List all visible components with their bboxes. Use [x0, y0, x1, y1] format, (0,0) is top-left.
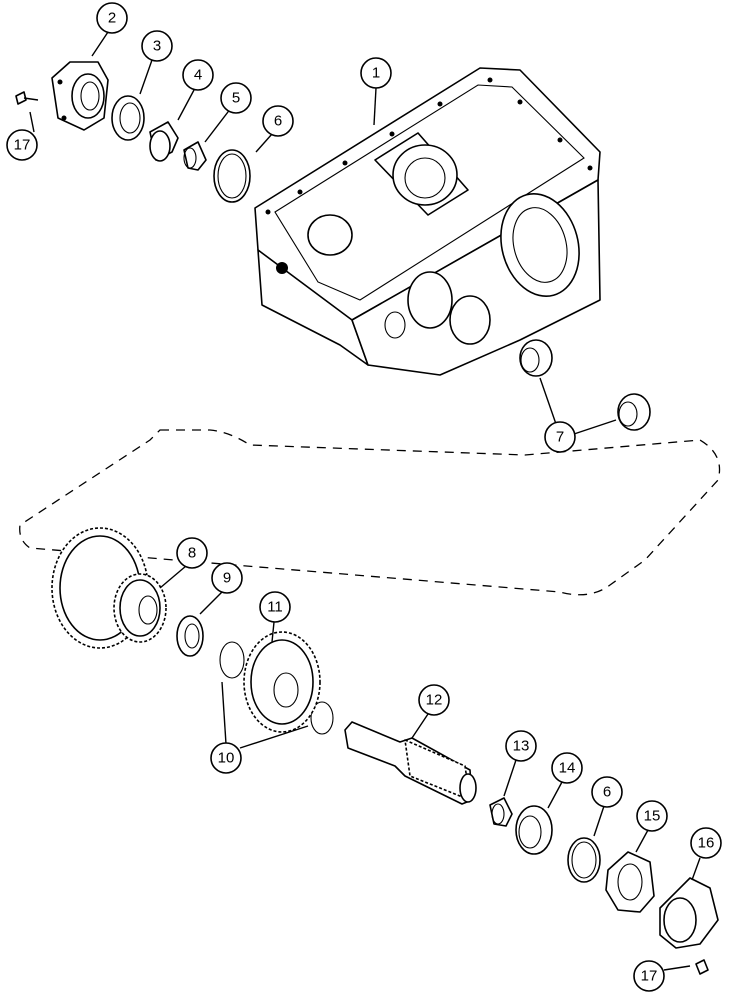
assembly-dashed-outline: [19, 429, 721, 596]
bearing-icon: [176, 615, 204, 657]
svg-text:6: 6: [274, 113, 282, 130]
gear-icon: [51, 527, 167, 649]
svg-text:17: 17: [641, 968, 658, 985]
svg-text:1: 1: [372, 65, 380, 82]
svg-text:2: 2: [108, 10, 116, 27]
bolt-icon: [15, 91, 39, 105]
bearing-icon: [489, 797, 513, 827]
gear-icon: [243, 631, 321, 733]
bearing-cover-icon: [51, 61, 109, 131]
svg-text:7: 7: [556, 429, 564, 446]
svg-text:11: 11: [267, 599, 283, 616]
svg-text:17: 17: [14, 137, 31, 154]
bolt-icon: [695, 959, 709, 975]
callout-8: 8: [176, 537, 208, 569]
leader-lines: [29, 31, 701, 971]
callout-11: 11: [259, 591, 291, 623]
svg-text:13: 13: [513, 738, 530, 755]
svg-text:6: 6: [603, 784, 611, 801]
seal-ring-icon: [213, 149, 251, 203]
svg-text:12: 12: [426, 692, 443, 709]
callout-12: 12: [418, 684, 450, 716]
splined-shaft-icon: [344, 721, 477, 805]
bearing-icon: [515, 805, 553, 855]
callout-7: 7: [544, 421, 576, 453]
svg-text:3: 3: [153, 38, 161, 55]
bearing-cover-icon: [659, 877, 719, 949]
callout-17-top: 17: [6, 129, 38, 161]
transmission-housing-icon: [254, 67, 601, 376]
bearing-icon: [519, 339, 651, 431]
callout-5: 5: [220, 82, 252, 114]
seal-ring-icon: [567, 837, 601, 883]
svg-text:4: 4: [194, 67, 202, 84]
bearing-icon: [183, 141, 207, 171]
callout-13: 13: [505, 730, 537, 762]
svg-text:8: 8: [188, 545, 196, 562]
callout-6-bottom: 6: [591, 776, 623, 808]
callout-17-bottom: 17: [633, 960, 665, 992]
svg-text:5: 5: [232, 90, 240, 107]
svg-text:15: 15: [644, 808, 661, 825]
callout-4: 4: [182, 59, 214, 91]
svg-text:16: 16: [698, 835, 715, 852]
svg-text:10: 10: [218, 750, 235, 767]
callout-10: 10: [210, 742, 242, 774]
bearing-icon: [149, 121, 179, 162]
callout-1: 1: [360, 57, 392, 89]
svg-text:14: 14: [559, 760, 576, 777]
gasket-icon: [605, 851, 655, 913]
callout-2: 2: [96, 2, 128, 34]
callout-3: 3: [141, 30, 173, 62]
seal-ring-icon: [111, 95, 145, 141]
callout-15: 15: [636, 800, 668, 832]
callout-14: 14: [551, 752, 583, 784]
callout-16: 16: [690, 827, 722, 859]
callout-6-top: 6: [262, 105, 294, 137]
seal-ring-icon: [219, 641, 334, 735]
svg-text:9: 9: [223, 570, 231, 587]
callout-9: 9: [211, 562, 243, 594]
